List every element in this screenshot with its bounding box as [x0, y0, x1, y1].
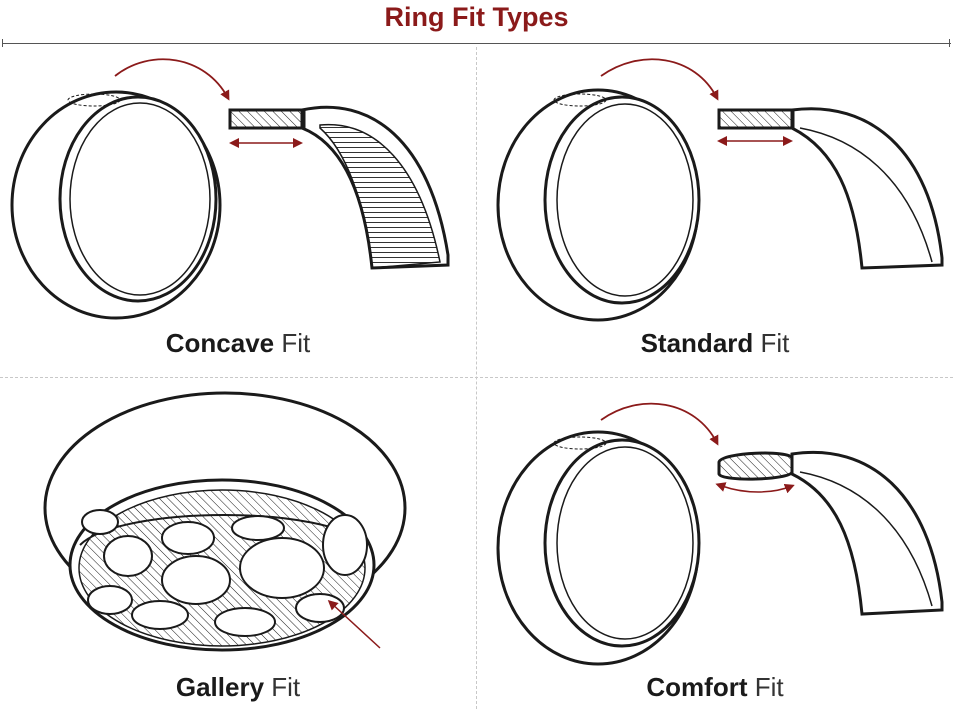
concave-curved-arrow — [114, 58, 230, 101]
title-rule-right-tick — [949, 39, 950, 47]
comfort-ring-icon — [496, 430, 701, 666]
standard-curved-arrow — [600, 58, 719, 101]
comfort-fit-name: Comfort — [646, 672, 748, 702]
concave-fit-illustration — [10, 58, 450, 320]
comfort-width-arrow — [715, 482, 795, 494]
standard-fit-caption: Standard Fit — [477, 327, 953, 359]
concave-fit-name: Concave — [165, 328, 275, 358]
gallery-fit-name: Gallery — [175, 672, 265, 702]
vertical-divider — [476, 47, 477, 709]
comfort-band-section-icon — [717, 450, 944, 616]
comfort-fit-suffix: Fit — [747, 672, 784, 702]
page-title: Ring Fit Types — [384, 2, 569, 32]
standard-fit-name: Standard — [640, 328, 754, 358]
gallery-pointer-arrow — [327, 599, 381, 649]
gallery-fit-suffix: Fit — [264, 672, 301, 702]
concave-band-section-icon — [228, 105, 450, 270]
standard-fit-suffix: Fit — [753, 328, 790, 358]
standard-band-section-icon — [717, 107, 944, 270]
concave-ring-icon — [10, 90, 222, 320]
title-rule-left-tick — [2, 39, 3, 47]
concave-fit-caption: Concave Fit — [0, 327, 476, 359]
gallery-openings-icon — [81, 509, 368, 637]
standard-ring-icon — [496, 88, 701, 322]
gallery-fit-illustration — [43, 391, 407, 652]
concave-fit-suffix: Fit — [274, 328, 311, 358]
comfort-fit-illustration — [496, 402, 944, 666]
comfort-fit-caption: Comfort Fit — [477, 671, 953, 703]
gallery-ring-icon — [43, 391, 407, 652]
standard-fit-illustration — [496, 58, 944, 322]
comfort-curved-arrow — [600, 402, 719, 446]
gallery-fit-caption: Gallery Fit — [0, 671, 476, 703]
title-rule — [2, 43, 951, 44]
